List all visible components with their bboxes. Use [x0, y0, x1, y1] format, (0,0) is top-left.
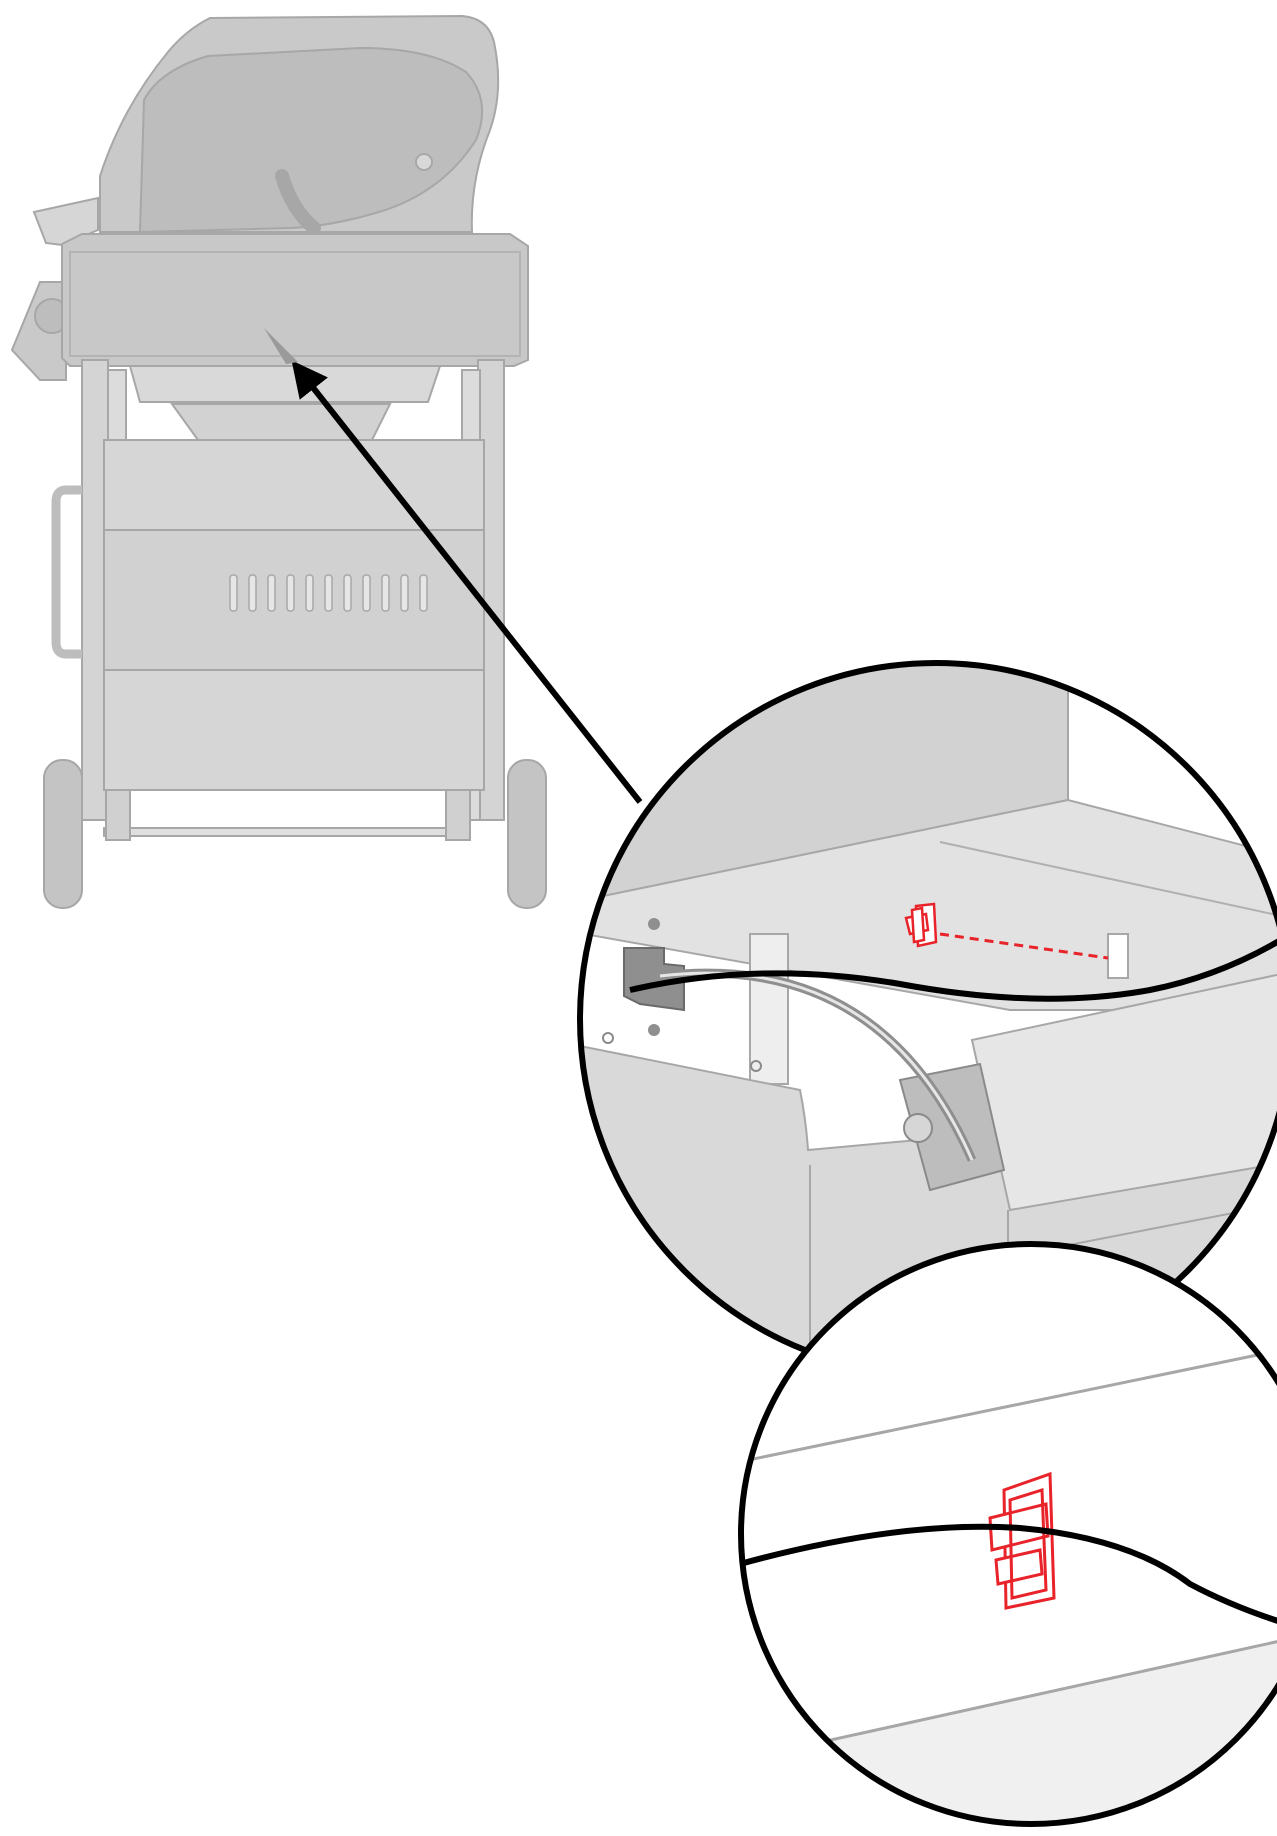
wheel-right	[507, 759, 547, 909]
thermometer	[415, 153, 433, 171]
caster-left	[105, 789, 131, 841]
black-wire-bottom	[741, 1523, 1277, 1639]
caster-right	[445, 789, 471, 841]
detail-view-top	[577, 660, 1277, 1378]
arrow-origin-marker	[264, 328, 298, 364]
connector-block	[623, 947, 685, 1012]
burner-plate	[170, 403, 392, 441]
manifold	[128, 365, 442, 403]
igniter-knob	[903, 1113, 933, 1143]
frame-post	[749, 933, 789, 1085]
bottom-rail	[103, 827, 447, 837]
cabinet-lower	[103, 669, 485, 791]
vent-slots	[229, 574, 428, 612]
panel-mount-hole	[1107, 933, 1129, 979]
cabinet-upper	[103, 439, 485, 531]
dashed-guide-icon	[939, 932, 1109, 960]
wheel-left	[43, 759, 83, 909]
lid-face	[138, 46, 483, 234]
screw-upper	[648, 918, 660, 930]
pointer-arrow-icon	[264, 328, 643, 804]
screw-lower	[648, 1024, 660, 1036]
control-panel	[61, 233, 529, 367]
grill-icon	[10, 14, 547, 909]
cable-clip-icon	[904, 902, 938, 948]
panel-inner	[69, 251, 521, 357]
detail-view-bottom	[738, 1241, 1277, 1827]
side-handle	[51, 485, 82, 659]
cable-clip-closeup	[988, 1471, 1056, 1610]
lid-handle	[275, 169, 321, 235]
black-wire-top	[629, 925, 1277, 1002]
